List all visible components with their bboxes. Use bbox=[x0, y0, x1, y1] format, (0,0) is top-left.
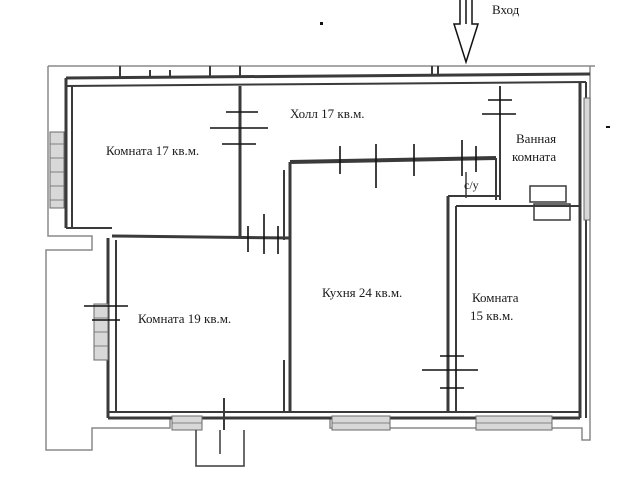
specks bbox=[320, 22, 610, 128]
kitchen-24-label: Кухня 24 кв.м. bbox=[322, 285, 402, 300]
bath-fixture bbox=[533, 203, 571, 221]
bathroom-label-line1: Ванная bbox=[516, 131, 556, 146]
window-right bbox=[583, 97, 591, 221]
room-15-label-line2: 15 кв.м. bbox=[470, 308, 513, 323]
hall-17-label: Холл 17 кв.м. bbox=[290, 106, 365, 121]
bathroom-label-line2: комната bbox=[512, 149, 556, 164]
toilet-label: с/у bbox=[464, 178, 479, 192]
top-wall-notches bbox=[119, 66, 439, 78]
interior-walls bbox=[111, 86, 580, 412]
room-19-label: Комната 19 кв.м. bbox=[138, 311, 231, 326]
window-left bbox=[49, 131, 65, 209]
room-15-label-line1: Комната bbox=[472, 290, 519, 305]
entrance-label: Вход bbox=[492, 2, 520, 17]
room-17-label: Комната 17 кв.м. bbox=[106, 143, 199, 158]
outer-frame bbox=[45, 65, 595, 451]
exterior-walls bbox=[64, 72, 591, 420]
entrance-arrow-icon bbox=[452, 0, 480, 65]
sink-fixture bbox=[529, 185, 567, 203]
door-marks bbox=[84, 99, 516, 389]
utility-stubs bbox=[465, 172, 571, 221]
window-hatching bbox=[50, 143, 552, 424]
porch bbox=[195, 398, 245, 467]
